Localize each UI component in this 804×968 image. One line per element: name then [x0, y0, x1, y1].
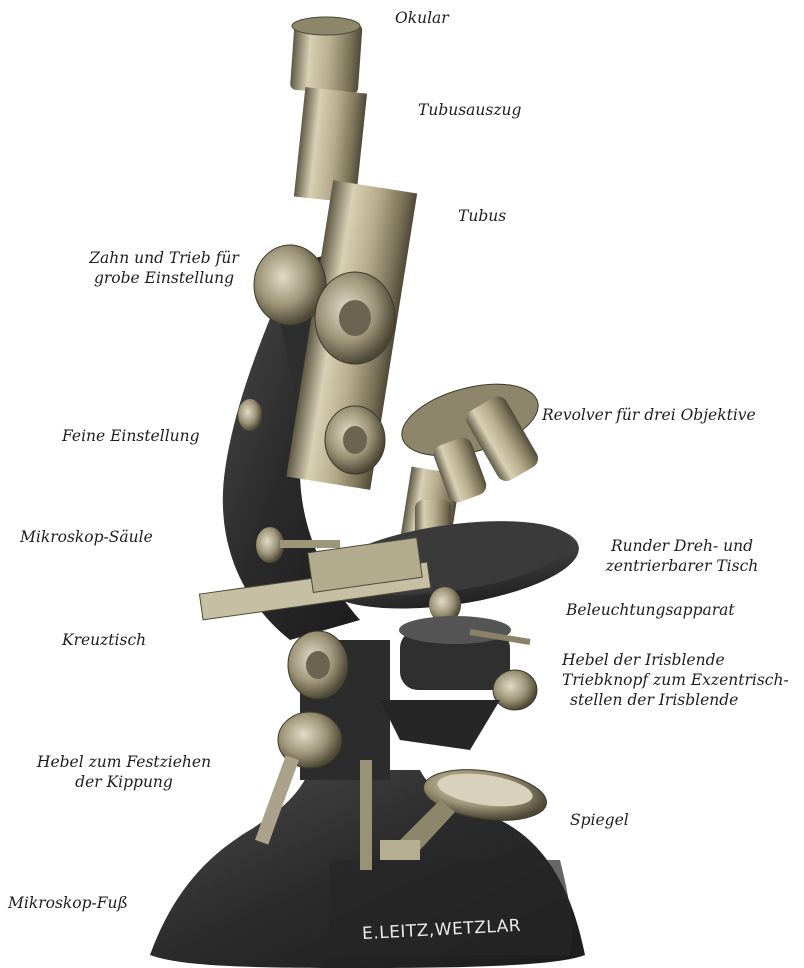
label-okular: Okular	[395, 8, 449, 28]
label-mikroskop-saeule: Mikroskop-Säule	[20, 527, 153, 547]
label-feine-einstellung: Feine Einstellung	[62, 426, 200, 446]
label-tisch-line2: zentrierbarer Tisch	[592, 556, 772, 576]
eyepiece-top	[292, 17, 360, 35]
label-tisch-line1: Runder Dreh- und	[592, 536, 772, 556]
label-hebel-kippung: Hebel zum Festziehen der Kippung	[24, 752, 224, 792]
label-mikroskop-fuss: Mikroskop-Fuß	[8, 893, 128, 913]
label-hebel-irisblende: Hebel der Irisblende	[562, 650, 725, 670]
label-kreuztisch: Kreuztisch	[62, 630, 146, 650]
label-triebknopf-line2: stellen der Irisblende	[562, 690, 789, 710]
label-beleuchtungsapparat: Beleuchtungsapparat	[566, 600, 735, 620]
label-triebknopf-line1: Triebknopf zum Exzentrisch-	[562, 670, 789, 690]
label-zahn-line1: Zahn und Trieb für	[74, 248, 254, 268]
label-hebel-kipp-line1: Hebel zum Festziehen	[24, 752, 224, 772]
label-zahn-und-trieb: Zahn und Trieb für grobe Einstellung	[74, 248, 254, 288]
label-tubusauszug: Tubusauszug	[418, 100, 521, 120]
label-runder-tisch: Runder Dreh- und zentrierbarer Tisch	[592, 536, 772, 576]
label-zahn-line2: grobe Einstellung	[74, 268, 254, 288]
label-revolver: Revolver für drei Objektive	[542, 405, 756, 425]
label-spiegel: Spiegel	[570, 810, 629, 830]
label-triebknopf: Triebknopf zum Exzentrisch- stellen der …	[562, 670, 789, 710]
label-hebel-kipp-line2: der Kippung	[24, 772, 224, 792]
eccentric-knob	[493, 670, 537, 710]
label-tubus: Tubus	[458, 206, 506, 226]
